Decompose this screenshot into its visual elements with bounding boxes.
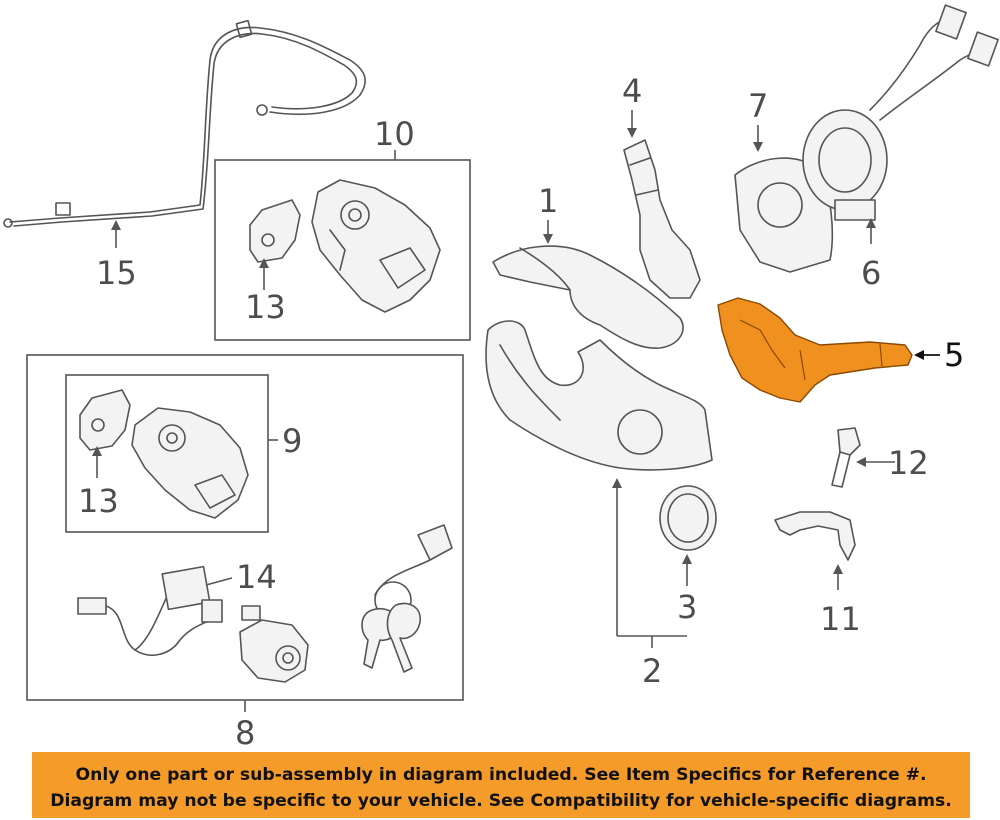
part-13-lock-cylinder-box9 (79, 389, 131, 478)
part-11-bracket (774, 511, 856, 590)
callout-1: 1 (538, 182, 558, 220)
callout-8: 8 (235, 714, 255, 750)
part-3-grommet (659, 485, 717, 586)
part-10-ignition-housing (311, 179, 441, 313)
callout-15: 15 (96, 254, 137, 292)
part-12-bolt (831, 427, 895, 488)
part-4-switch (623, 110, 701, 299)
callout-box-8 (26, 354, 464, 712)
callout-box-9 (65, 374, 278, 533)
part-key-set (361, 524, 453, 673)
callout-box-10 (214, 150, 471, 341)
part-ignition-switch (239, 605, 309, 683)
disclaimer-line-2: Diagram may not be specific to your vehi… (50, 791, 952, 811)
part-5-wiper-switch (717, 297, 940, 403)
callout-10: 10 (374, 115, 415, 153)
callout-7: 7 (748, 87, 768, 125)
part-2-lower-cover (485, 320, 713, 648)
callout-4: 4 (622, 72, 642, 110)
part-15-cable (3, 19, 366, 248)
callout-6: 6 (861, 254, 881, 292)
callout-12: 12 (888, 444, 929, 482)
callout-5: 5 (944, 336, 964, 374)
callout-3: 3 (677, 588, 697, 626)
disclaimer-banner: Only one part or sub-assembly in diagram… (32, 752, 970, 818)
part-13-lock-cylinder-top (249, 199, 301, 290)
disclaimer-line-1: Only one part or sub-assembly in diagram… (75, 765, 927, 785)
part-14-harness (77, 565, 233, 656)
callout-11: 11 (820, 600, 861, 638)
callout-14: 14 (236, 558, 277, 596)
callout-9: 9 (282, 422, 302, 460)
part-6-clock-spring (802, 4, 999, 244)
part-9-ignition-housing (131, 407, 249, 519)
callout-2: 2 (642, 652, 662, 690)
callout-13-top: 13 (245, 288, 286, 326)
callout-13-lower: 13 (78, 482, 119, 520)
part-1-upper-cover (492, 220, 684, 349)
parts-diagram: 15 10 13 8 9 13 (3, 4, 999, 750)
